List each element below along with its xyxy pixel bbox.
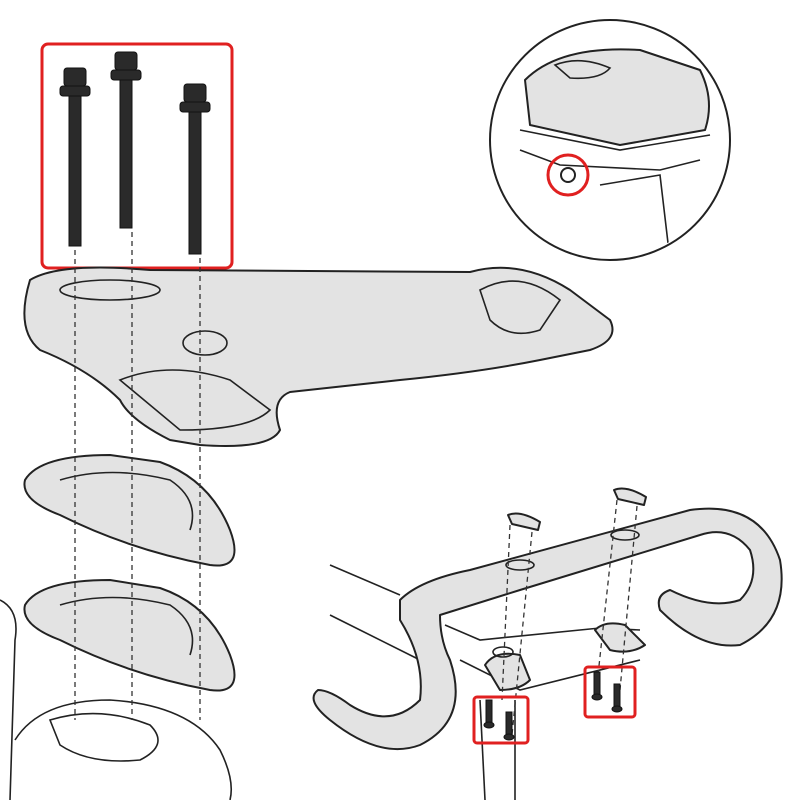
bolt-3 (179, 83, 211, 255)
stem-slot (59, 279, 161, 301)
spacer-1-inner (59, 471, 194, 531)
headset-cap (14, 699, 233, 800)
stem-hole (182, 330, 228, 356)
spacer-2 (23, 579, 236, 692)
spacer-2-inner (59, 596, 194, 656)
short-bolts-left-highlight (472, 695, 530, 745)
short-bolts-right-highlight (583, 665, 637, 719)
cover-plug-2 (613, 487, 647, 506)
short-bolts-right (591, 671, 623, 713)
detail-highlight (546, 153, 590, 197)
stem (23, 266, 614, 447)
stem-lower-plate (118, 369, 272, 431)
stem-faceplate (479, 280, 562, 335)
bolt-1 (59, 67, 91, 247)
detail-inset (489, 19, 731, 261)
frame-edge (0, 599, 17, 800)
short-bolts-left (483, 699, 515, 741)
alignment-lines (74, 232, 201, 720)
bolt-2 (110, 51, 142, 229)
handlebar (312, 507, 783, 800)
plug-alignment-lines (501, 499, 638, 736)
long-bolts (59, 51, 211, 255)
cover-plug-1 (507, 512, 541, 531)
spacer-1 (23, 454, 236, 567)
cap-detail (48, 712, 159, 762)
